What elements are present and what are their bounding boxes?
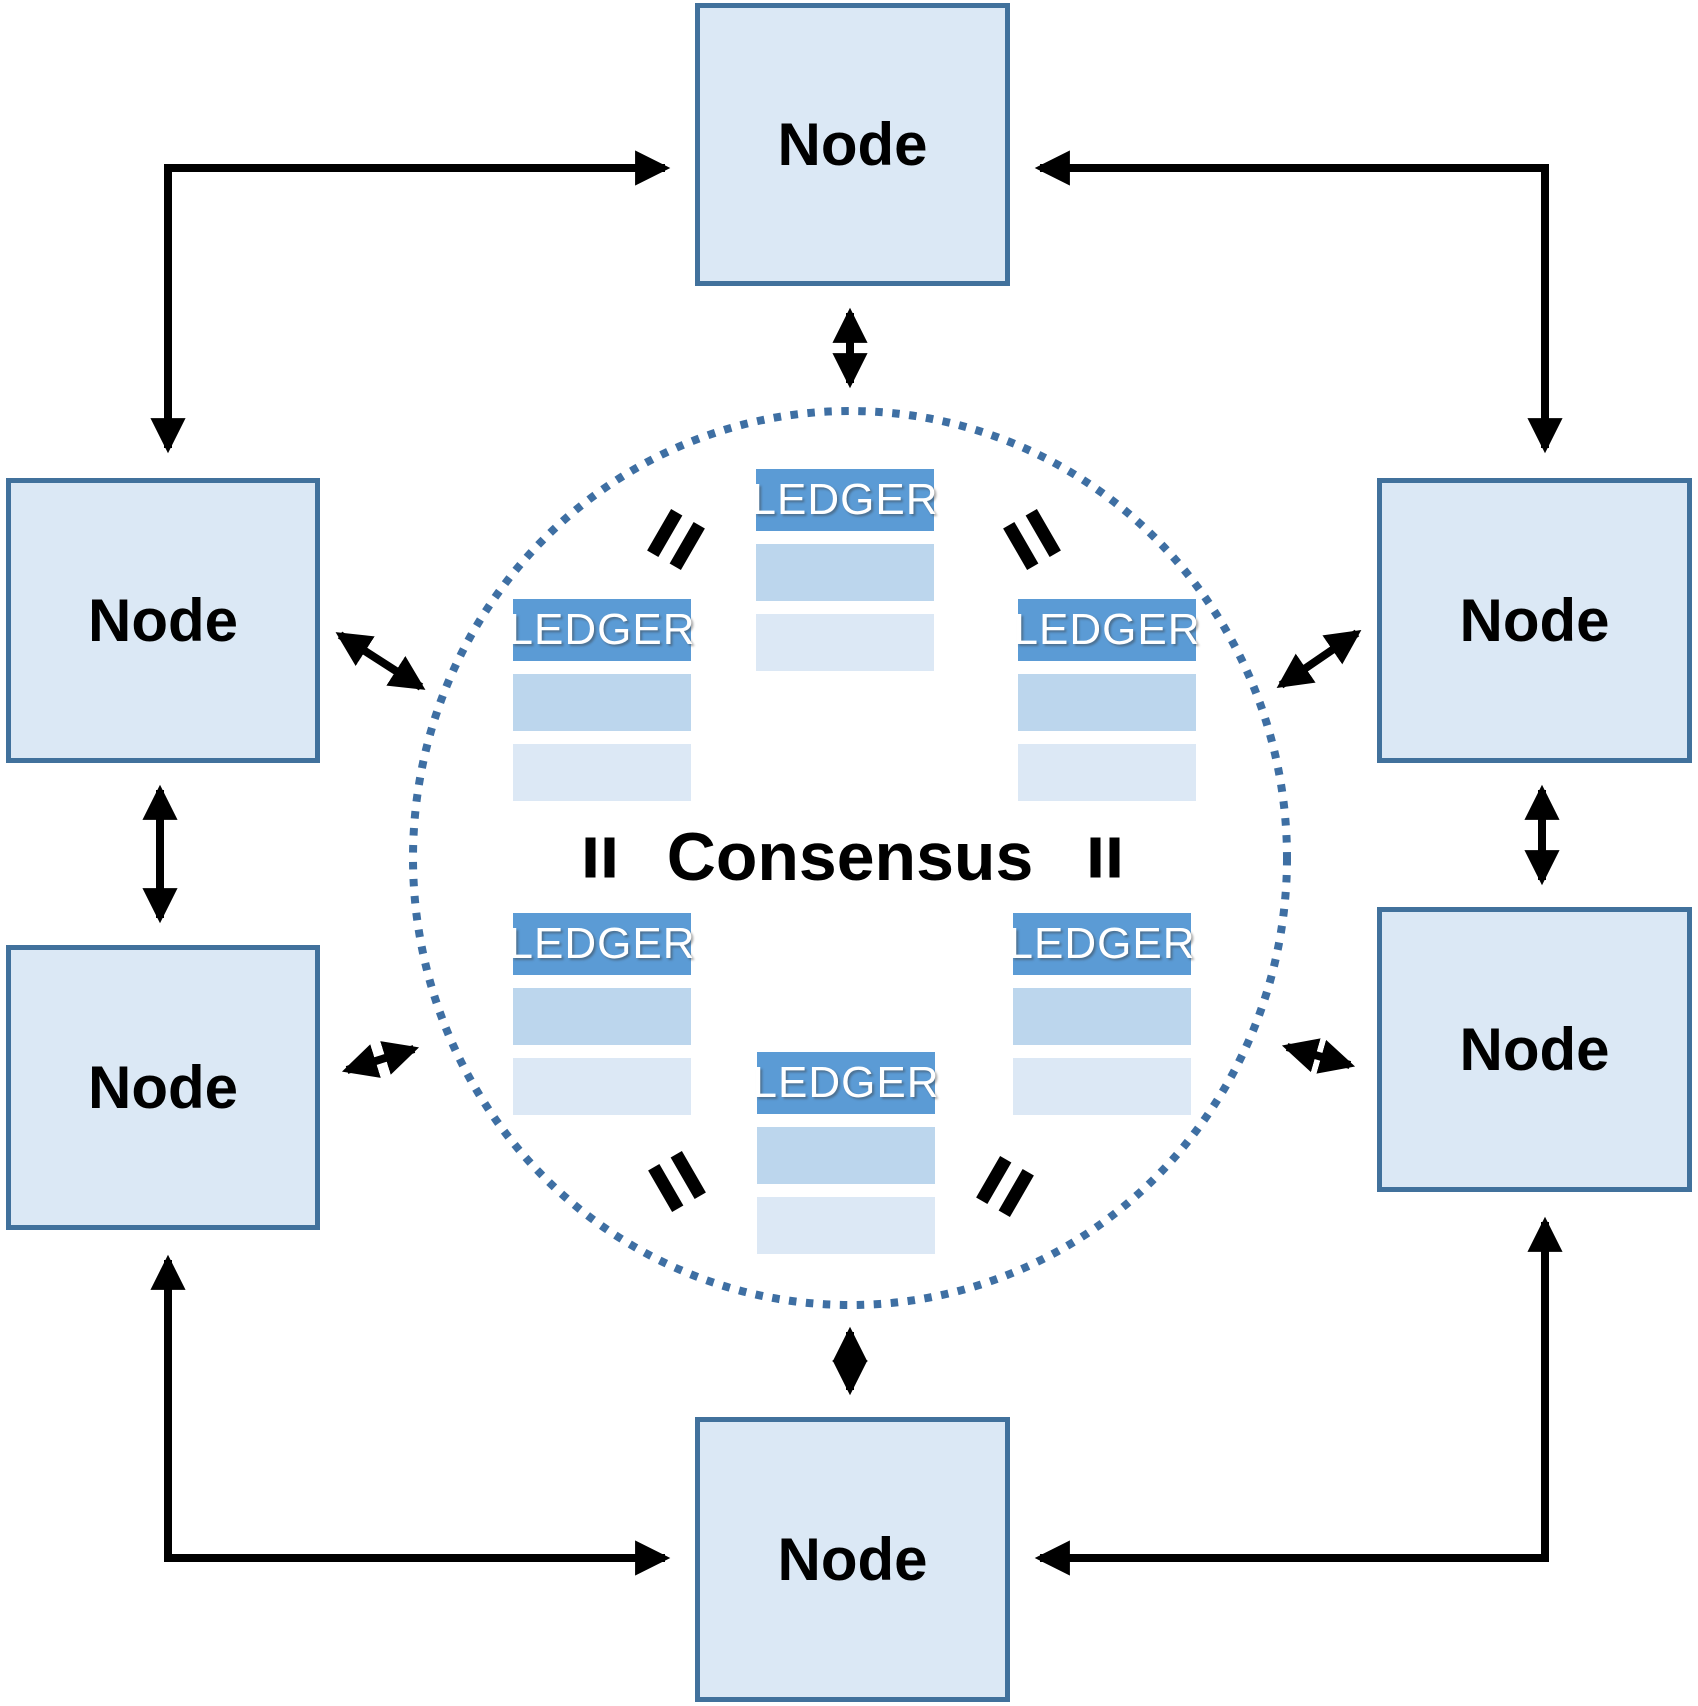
- ledger-row: [1018, 674, 1196, 731]
- ledger-table-top: LEDGER: [752, 469, 937, 671]
- ledger-row: [513, 674, 691, 731]
- node-box-top: Node: [695, 3, 1010, 286]
- ledger-header: LEDGER: [509, 913, 694, 975]
- ledger-row: [513, 744, 691, 801]
- arrow-bottomnode-leftlower-elbow: [150, 1254, 671, 1576]
- ledger-row: [513, 1058, 691, 1115]
- node-label: Node: [88, 587, 238, 654]
- ledger-row: [1013, 1058, 1191, 1115]
- ledger-table-lower-right: LEDGER: [1009, 913, 1194, 1115]
- ledger-table-upper-right: LEDGER: [1014, 599, 1199, 801]
- ledger-header: LEDGER: [752, 469, 937, 531]
- arrow-topnode-rightupper-elbow: [1034, 150, 1563, 454]
- ledger-row: [1018, 744, 1196, 801]
- ledger-header: LEDGER: [1009, 913, 1194, 975]
- ledger-header: LEDGER: [1014, 599, 1199, 661]
- arrow-leftupper-circle-diagonal: [335, 631, 426, 691]
- ledger-row: [1013, 988, 1191, 1045]
- consensus-label: Consensus: [666, 819, 1034, 895]
- consensus-dotted-circle: [409, 407, 1291, 1309]
- arrow-rightupper-circle-diagonal: [1276, 629, 1362, 689]
- ledger-table-upper-left: LEDGER: [509, 599, 694, 801]
- node-box-right-upper: Node: [1377, 478, 1692, 763]
- equals-icon: [585, 837, 615, 878]
- node-label: Node: [777, 111, 928, 178]
- arrow-rightlower-circle-diagonal: [1281, 1038, 1356, 1074]
- ledger-row: [757, 1127, 935, 1184]
- node-label: Node: [777, 1526, 928, 1593]
- equals-icon: [1090, 837, 1120, 878]
- arrow-topnode-leftupper-elbow: [150, 150, 671, 454]
- node-box-bottom: Node: [695, 1417, 1010, 1702]
- node-box-left-lower: Node: [6, 945, 320, 1230]
- node-label: Node: [88, 1054, 238, 1121]
- ledger-header: LEDGER: [753, 1052, 938, 1114]
- ledger-row: [756, 614, 934, 671]
- ledger-row: [757, 1197, 935, 1254]
- ledger-table-bottom: LEDGER: [753, 1052, 938, 1254]
- node-box-right-lower: Node: [1377, 907, 1692, 1192]
- arrow-bottomnode-rightlower-elbow: [1034, 1216, 1563, 1576]
- node-box-left-upper: Node: [6, 478, 320, 763]
- node-label: Node: [1459, 1016, 1610, 1083]
- ledger-row: [513, 988, 691, 1045]
- ledger-row: [756, 544, 934, 601]
- ledger-header: LEDGER: [509, 599, 694, 661]
- node-label: Node: [1459, 587, 1610, 654]
- ledger-table-lower-left: LEDGER: [509, 913, 694, 1115]
- arrow-leftlower-circle-diagonal: [341, 1041, 420, 1078]
